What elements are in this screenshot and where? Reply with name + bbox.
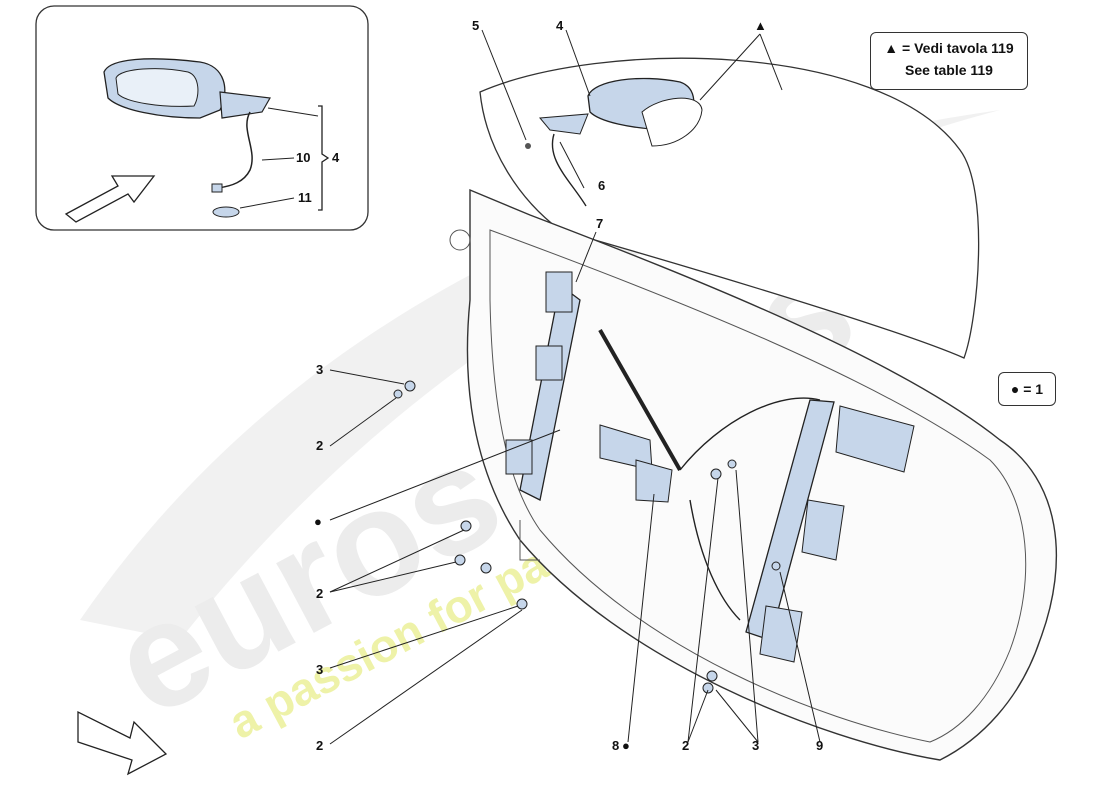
mirror-inset: [35, 5, 369, 231]
legend-dot-quantity: ● = 1: [998, 372, 1056, 406]
callout-8: 8: [612, 738, 619, 753]
callout-2-c: 2: [316, 738, 323, 753]
callout-11: 11: [298, 190, 312, 205]
callout-7: 7: [596, 216, 603, 231]
callout-2-b: 2: [316, 586, 323, 601]
right-window-regulator: [679, 397, 915, 663]
callout-4: 4: [556, 18, 564, 33]
leader-lines: [329, 29, 821, 745]
door-mirror: [525, 77, 703, 207]
legend-table-line2: See table 119: [905, 62, 993, 78]
callout-2-a: 2: [316, 438, 323, 453]
callout-4-inset: 4: [332, 150, 340, 165]
legend-table-line1: ▲ = Vedi tavola 119: [884, 40, 1014, 56]
callout-6: 6: [598, 178, 605, 193]
small-parts: [393, 380, 737, 694]
callout-dot-8: ●: [622, 738, 630, 753]
left-window-regulator: [505, 271, 682, 503]
callout-3-b: 3: [316, 662, 323, 677]
callout-2-d: 2: [682, 738, 689, 753]
callout-3-c: 3: [752, 738, 759, 753]
callout-5: 5: [472, 18, 479, 33]
door-panel: [449, 188, 1058, 761]
callout-dot-a: ●: [314, 514, 322, 529]
callout-10: 10: [296, 150, 310, 165]
view-direction-arrow: [77, 710, 168, 776]
callout-9: 9: [816, 738, 823, 753]
legend-table-reference: ▲ = Vedi tavola 119 See table 119: [870, 32, 1028, 90]
callout-3-a: 3: [316, 362, 323, 377]
callout-triangle: ▲: [754, 18, 767, 33]
callouts: 5 4 ▲ 6 7 3 2 ● 2 3 2 8 ● 2 3 9 10 4 11: [296, 18, 823, 753]
